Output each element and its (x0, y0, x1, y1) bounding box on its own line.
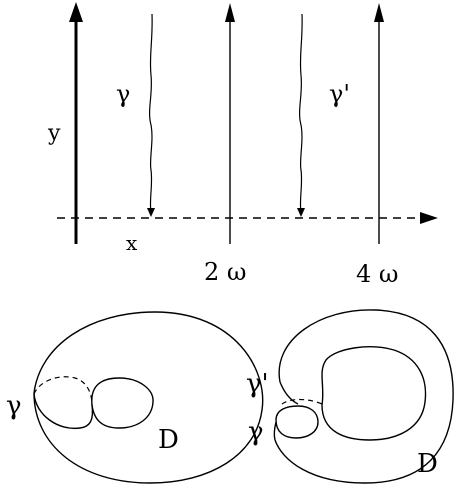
left-surface-region-label: D (158, 425, 179, 455)
left-surface: γ D (6, 311, 264, 484)
right-surface-neck-top (279, 381, 299, 405)
right-surface-outer-boundary (274, 309, 454, 484)
curve-gamma-prime-arrowhead (297, 208, 305, 217)
line-2-omega-label: 2 ω (204, 258, 246, 286)
right-surface-gamma-label: γ (248, 417, 264, 447)
y-axis-arrowhead (69, 2, 83, 22)
left-surface-inner-hole (91, 377, 154, 429)
left-surface-outer-boundary (33, 311, 264, 484)
right-surface-neck-bottom (273, 421, 277, 441)
curve-gamma-arrowhead (147, 208, 155, 217)
curve-gamma-prime-label: γ' (329, 80, 350, 108)
right-surface-inner-hole (321, 346, 427, 441)
top-panel: y x γ γ' 2 ω 4 ω (47, 2, 438, 288)
line-4-omega-arrowhead (374, 3, 384, 22)
left-surface-gamma-label: γ (6, 391, 22, 421)
right-surface-curve-gamma-prime-dashed (281, 398, 323, 405)
left-surface-curve-gamma-dashed (33, 376, 93, 406)
x-axis-arrowhead (420, 212, 438, 224)
curve-gamma (148, 13, 153, 213)
line-4-omega-label: 4 ω (356, 260, 398, 288)
line-2-omega-arrowhead (225, 3, 235, 22)
left-surface-curve-gamma-solid (33, 393, 94, 430)
right-surface-gamma-prime-label: γ' (246, 369, 269, 399)
curve-gamma-label: γ (116, 80, 130, 108)
right-surface-lower-loop (275, 405, 319, 439)
curve-gamma-prime (298, 13, 303, 213)
x-axis-label: x (126, 231, 138, 255)
y-axis-label: y (47, 121, 61, 146)
right-surface: γ' γ D (246, 309, 454, 484)
right-surface-region-label: D (417, 449, 438, 479)
